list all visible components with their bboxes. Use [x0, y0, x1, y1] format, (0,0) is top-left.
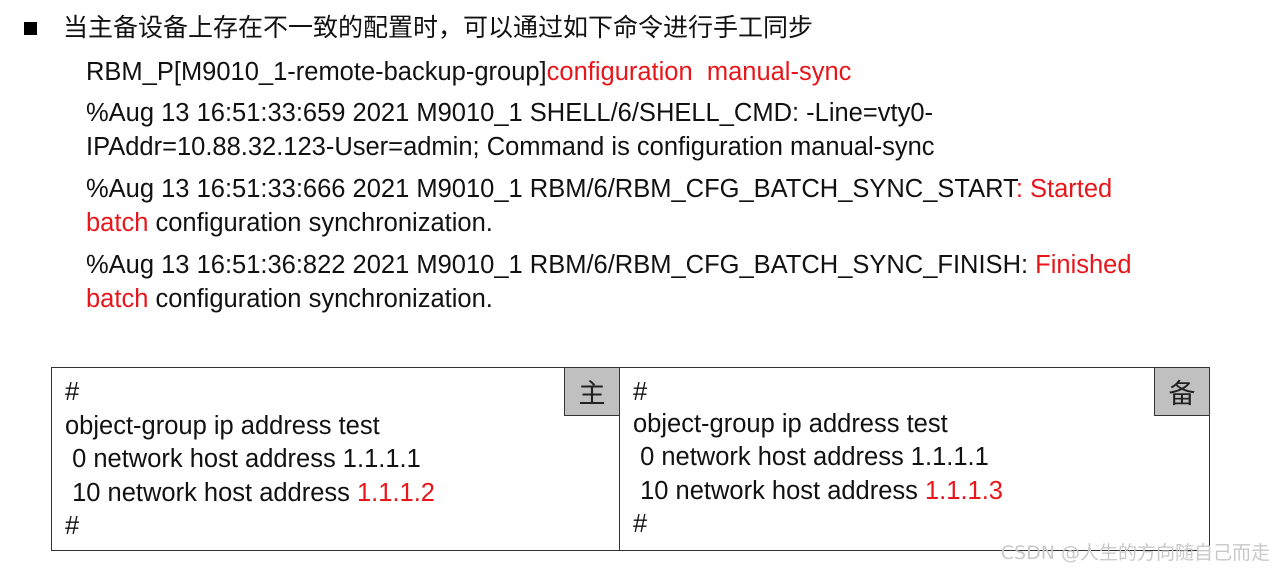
log-2-line-2: batch configuration synchronization.: [86, 206, 493, 240]
backup-config-line-5: #: [633, 510, 648, 538]
log-2-line-1: %Aug 13 16:51:33:666 2021 M9010_1 RBM/6/…: [86, 172, 1112, 206]
backup-config-line-4-address: 1.1.1.3: [925, 477, 1003, 505]
main-config-box: 主 # object-group ip address test 0 netwo…: [51, 367, 620, 551]
main-config-line-4-prefix: 10 network host address: [65, 479, 357, 507]
command-text: configuration manual-sync: [546, 58, 852, 86]
backup-config-line-4-prefix: 10 network host address: [633, 477, 925, 505]
command-prompt: RBM_P[M9010_1-remote-backup-group]: [86, 58, 547, 86]
backup-config-line-1: #: [633, 378, 648, 406]
log-3-line-2: batch configuration synchronization.: [86, 282, 493, 316]
backup-config-line-2: object-group ip address test: [633, 410, 948, 438]
log-3-highlight: Finished: [1035, 251, 1132, 279]
log-3-rest: configuration synchronization.: [148, 285, 493, 313]
backup-tag: 备: [1154, 367, 1210, 416]
backup-config-box: 备 # object-group ip address test 0 netwo…: [619, 367, 1210, 551]
log-2-prefix: %Aug 13 16:51:33:666 2021 M9010_1 RBM/6/…: [86, 175, 1016, 203]
log-3-prefix: %Aug 13 16:51:36:822 2021 M9010_1 RBM/6/…: [86, 251, 1036, 279]
log-2-highlight: : Started: [1015, 175, 1113, 203]
main-config-line-4-address: 1.1.1.2: [357, 479, 435, 507]
watermark: CSDN @人生的方向随自己而走: [1000, 542, 1270, 564]
log-3-line-1: %Aug 13 16:51:36:822 2021 M9010_1 RBM/6/…: [86, 248, 1132, 282]
command-line: RBM_P[M9010_1-remote-backup-group]config…: [86, 55, 851, 89]
log-2-batch-word: batch: [86, 209, 149, 237]
main-config-line-4: 10 network host address 1.1.1.2: [65, 477, 435, 511]
bullet-square-icon: [24, 21, 37, 35]
log-3-batch-word: batch: [86, 285, 149, 313]
backup-config-line-3: 0 network host address 1.1.1.1: [633, 443, 989, 471]
main-config-line-5: #: [65, 512, 80, 540]
main-tag: 主: [564, 367, 620, 416]
backup-config-line-4: 10 network host address 1.1.1.3: [633, 475, 1003, 509]
main-config-line-2: object-group ip address test: [65, 412, 380, 440]
heading-text: 当主备设备上存在不一致的配置时，可以通过如下命令进行手工同步: [63, 13, 814, 42]
log-1-line-2: IPAddr=10.88.32.123-User=admin; Command …: [86, 133, 935, 161]
main-config-line-3: 0 network host address 1.1.1.1: [65, 445, 421, 473]
log-1-line-1: %Aug 13 16:51:33:659 2021 M9010_1 SHELL/…: [86, 99, 934, 127]
log-2-rest: configuration synchronization.: [148, 209, 493, 237]
heading-row: 当主备设备上存在不一致的配置时，可以通过如下命令进行手工同步: [24, 12, 813, 44]
main-config-line-1: #: [65, 378, 80, 406]
